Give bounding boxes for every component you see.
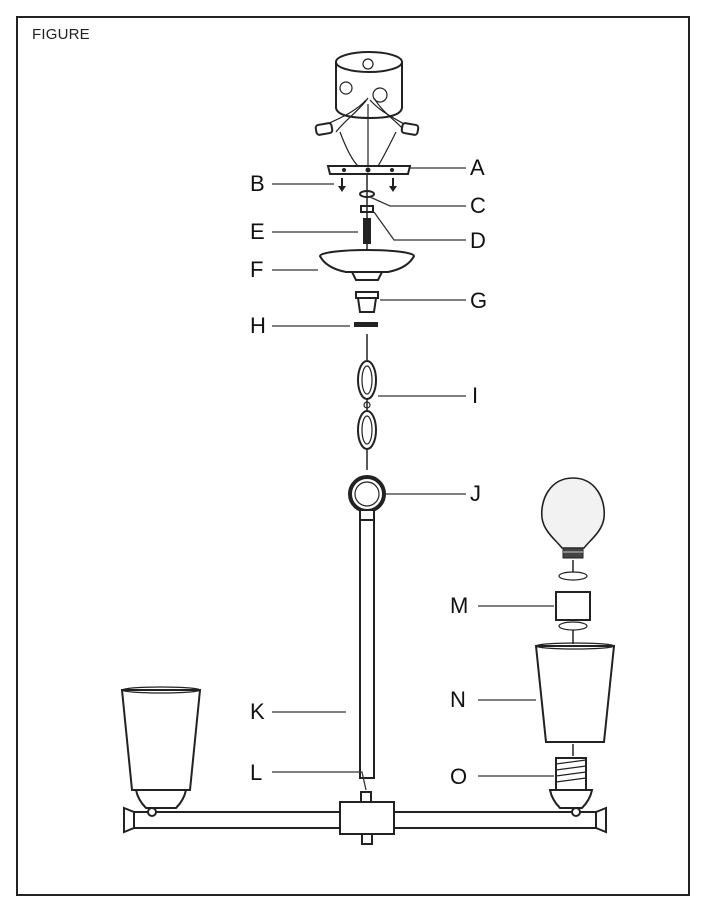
- lock-ring: [354, 322, 378, 327]
- shade-ring: [555, 560, 591, 644]
- chain: [357, 334, 377, 470]
- light-bulb: [540, 477, 606, 559]
- canopy-coupling: [355, 291, 379, 313]
- left-glass-shade: [120, 686, 202, 817]
- label-F: F: [250, 257, 263, 282]
- callout-L: L: [250, 760, 367, 791]
- callout-M: M: [450, 593, 554, 618]
- right-socket: [548, 744, 594, 817]
- callout-H: H: [250, 313, 350, 338]
- label-H: H: [250, 313, 266, 338]
- callout-J: J: [386, 481, 481, 506]
- callout-I: I: [378, 383, 478, 408]
- label-E: E: [250, 219, 265, 244]
- callout-O: O: [450, 764, 554, 789]
- stem: [359, 519, 375, 779]
- label-L: L: [250, 760, 262, 785]
- mounting-screws: [338, 178, 397, 192]
- callout-K: K: [250, 699, 346, 724]
- callout-G: G: [380, 288, 487, 313]
- callout-A: A: [410, 155, 485, 180]
- label-M: M: [450, 593, 468, 618]
- right-glass-shade: [534, 642, 616, 743]
- label-N: N: [450, 687, 466, 712]
- label-A: A: [470, 155, 485, 180]
- label-O: O: [450, 764, 467, 789]
- callout-F: F: [250, 257, 318, 282]
- junction-box: [335, 51, 405, 133]
- callout-E: E: [250, 219, 358, 244]
- arm-body: [123, 801, 607, 845]
- threaded-nipple: [363, 174, 371, 255]
- label-C: C: [470, 193, 486, 218]
- label-D: D: [470, 228, 486, 253]
- callout-D: D: [373, 211, 486, 253]
- callout-B: B: [250, 171, 334, 196]
- stem-nut: [360, 791, 372, 803]
- label-J: J: [470, 481, 481, 506]
- label-B: B: [250, 171, 265, 196]
- figure-title: FIGURE: [32, 26, 90, 43]
- wire-connectors: [314, 99, 420, 168]
- label-G: G: [470, 288, 487, 313]
- loop-ring: [348, 475, 386, 523]
- callout-C: C: [369, 193, 486, 218]
- label-I: I: [472, 383, 478, 408]
- canopy: [319, 249, 415, 281]
- label-K: K: [250, 699, 265, 724]
- mounting-strap: [326, 165, 412, 175]
- callout-N: N: [450, 687, 536, 712]
